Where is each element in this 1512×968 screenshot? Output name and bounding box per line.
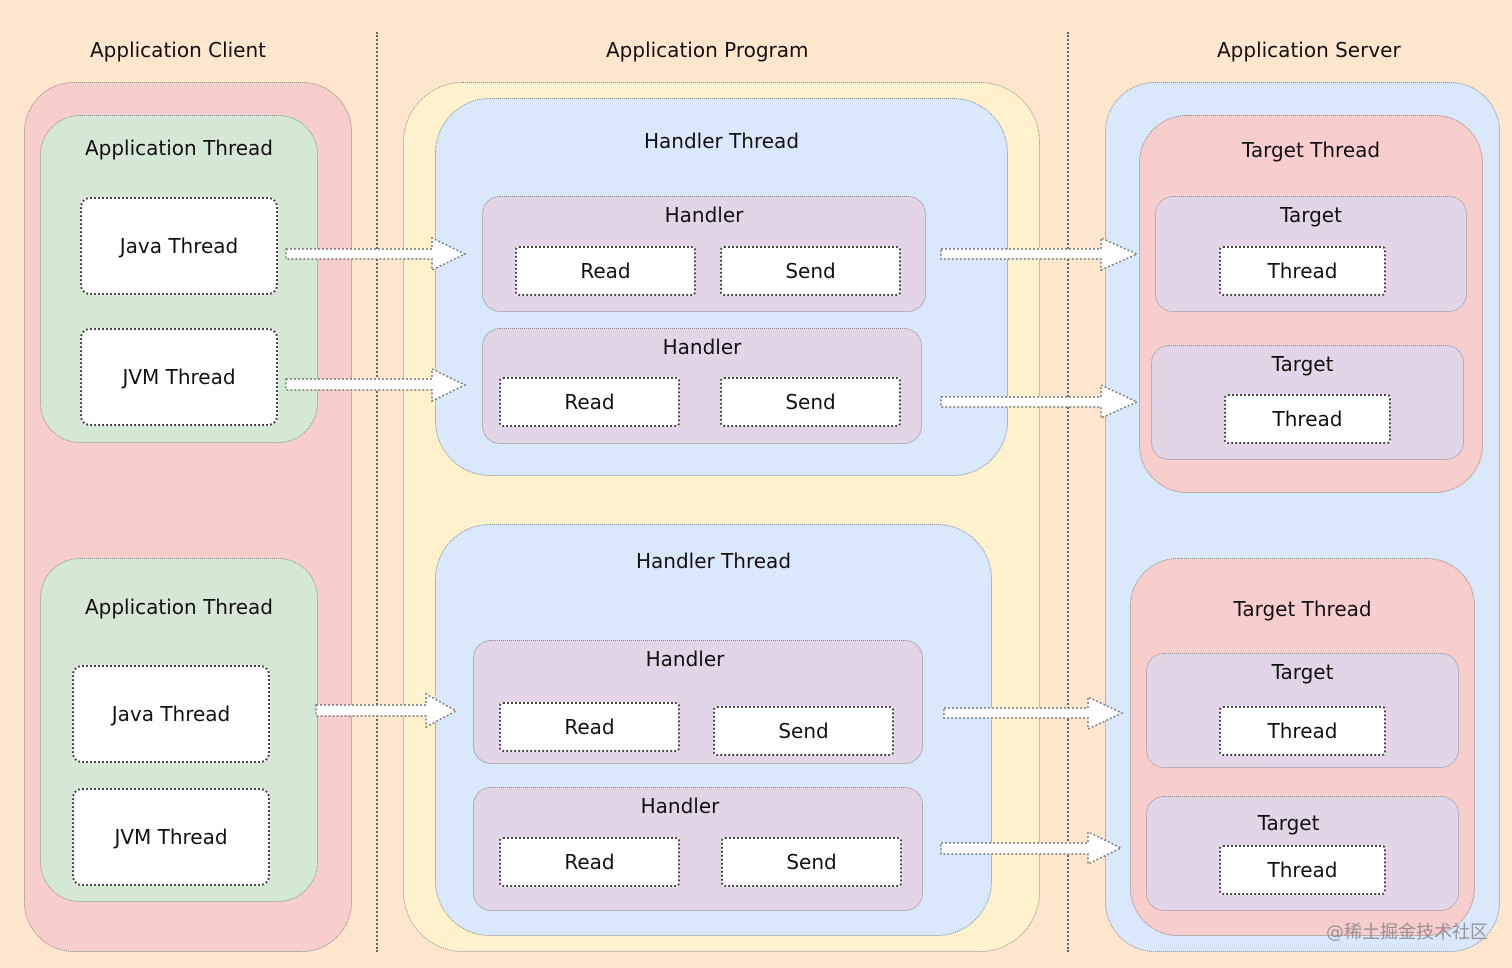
arrow-handler-to-target [940,236,1139,272]
handler-title: Handler [645,647,725,671]
column-title-client: Application Client [90,38,267,62]
column-title-program: Application Program [606,38,809,62]
jvm-thread-2: JVM Thread [72,788,270,886]
read-box: Read [499,377,680,427]
target-title: Target [1257,811,1320,835]
thread-box: Thread [1219,845,1386,895]
target-1-2: Target [1151,345,1464,460]
java-thread-2: Java Thread [72,665,270,763]
handler-title: Handler [662,335,742,359]
arrow-handler-to-target [940,830,1123,866]
thread-box: Thread [1219,706,1386,756]
divider-client-program [376,32,378,952]
target-title: Target [1271,660,1334,684]
handler-thread-title: Handler Thread [643,129,800,153]
divider-program-server [1067,32,1069,952]
handler-title: Handler [664,203,744,227]
watermark: @稀土掘金技术社区 [1326,922,1488,943]
target-thread-title: Target Thread [1241,138,1381,162]
arrow-java1-to-handler [285,236,467,272]
thread-box: Thread [1219,246,1386,296]
arrow-handler-to-target [940,383,1139,420]
read-box: Read [499,702,680,752]
send-box: Send [720,377,901,427]
handler-thread-title: Handler Thread [635,549,792,573]
read-box: Read [499,837,680,887]
send-box: Send [721,837,902,887]
jvm-thread-1: JVM Thread [80,328,278,426]
read-box: Read [515,246,696,296]
send-box: Send [713,706,894,756]
application-thread-title: Application Thread [84,595,274,619]
thread-box: Thread [1224,394,1391,444]
target-title: Target [1271,352,1334,376]
target-thread-title: Target Thread [1233,597,1372,621]
arrow-java2-to-handler [315,692,458,729]
target-title: Target [1280,203,1342,227]
java-thread-1: Java Thread [80,197,278,295]
handler-title: Handler [640,794,720,818]
send-box: Send [720,246,901,296]
arrow-jvm1-to-handler [285,367,467,403]
column-title-server: Application Server [1217,38,1401,62]
arrow-handler-to-target [943,695,1124,731]
application-thread-title: Application Thread [84,136,274,160]
